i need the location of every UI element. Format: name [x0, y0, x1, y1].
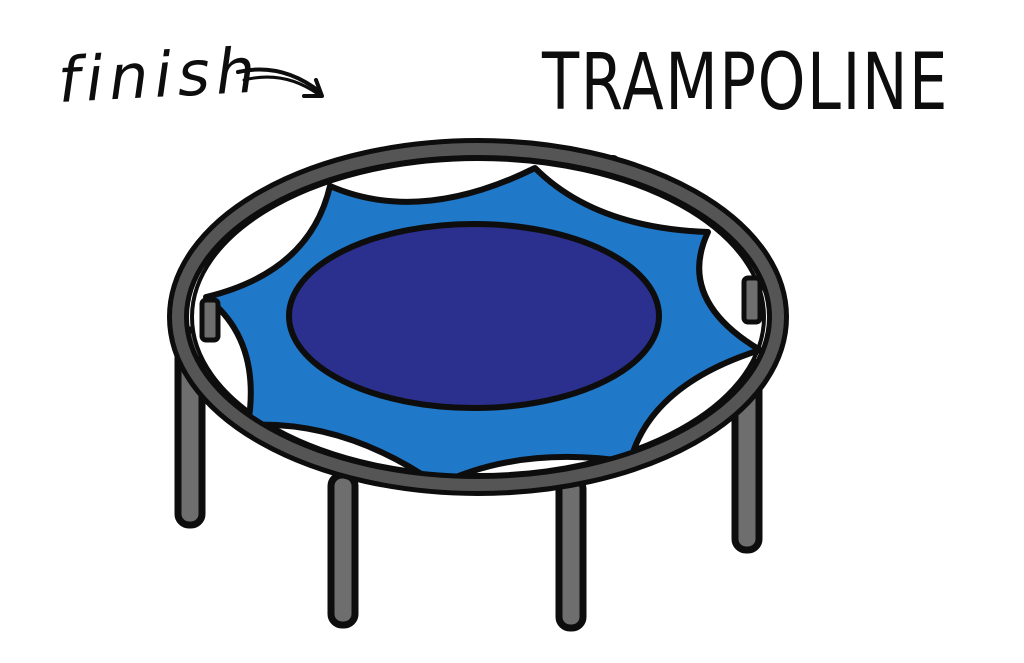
mat-inner	[286, 221, 662, 411]
leg-front-3	[555, 474, 587, 632]
leg-joint-left	[199, 297, 221, 343]
leg-front-2	[327, 471, 359, 629]
frame-ring-fill	[172, 143, 784, 491]
arrow-icon	[236, 67, 324, 98]
title-label: TRAMPOLINE	[542, 38, 950, 128]
leg-joint-right	[741, 275, 763, 325]
